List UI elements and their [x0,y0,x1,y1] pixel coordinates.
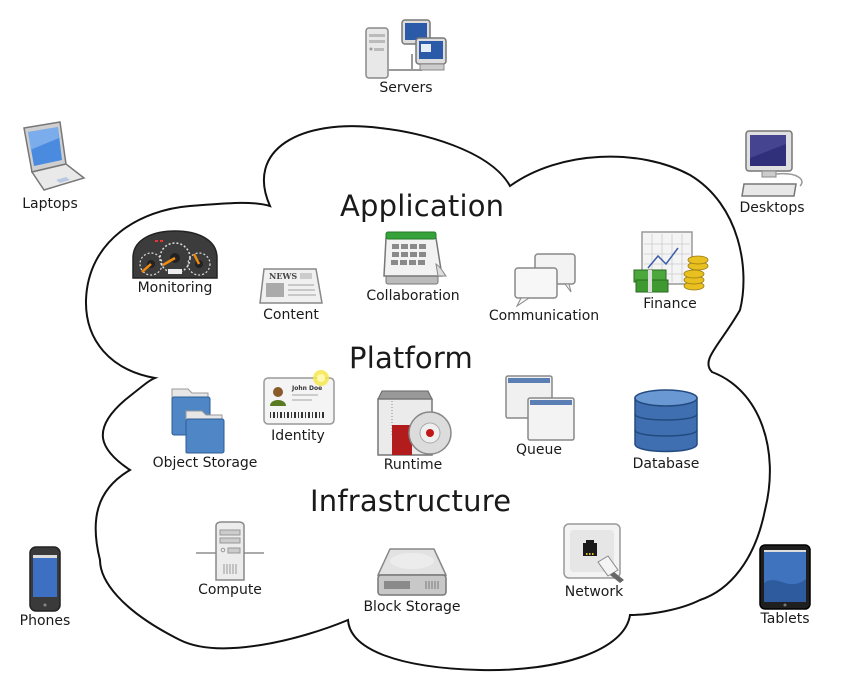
label-desktops: Desktops [739,200,805,216]
folders-icon [171,388,225,454]
servers-icon [365,19,447,79]
queue-windows-icon [505,375,575,441]
node-content: NEWS Content [252,265,330,324]
label-finance: Finance [643,296,697,312]
label-compute: Compute [198,582,262,598]
newspaper-icon: NEWS [259,268,323,304]
label-servers: Servers [379,80,433,96]
finance-chart-money-icon [633,231,709,293]
label-block-storage: Block Storage [363,599,461,615]
node-network: Network [556,520,632,601]
id-name-text: John Doe [291,385,322,392]
node-block-storage: Block Storage [358,545,466,616]
node-compute: Compute [192,520,268,599]
node-identity: John Doe Identity [258,366,338,445]
laptop-icon [23,121,86,191]
node-desktops: Desktops [732,128,812,217]
database-icon [634,389,698,453]
node-queue: Queue [498,372,580,459]
label-communication: Communication [488,308,600,324]
network-port-cable-icon [563,523,624,583]
label-monitoring: Monitoring [137,280,213,296]
label-queue: Queue [516,442,562,458]
desktop-icon [741,130,803,197]
layer-title-infrastructure: Infrastructure [310,484,512,518]
node-collaboration: Collaboration [360,230,466,305]
runtime-package-disc-icon [377,390,452,456]
label-runtime: Runtime [383,457,443,473]
monitoring-gauge-icon [132,230,218,279]
layer-title-platform: Platform [349,341,473,375]
hard-drive-icon [376,548,448,596]
label-database: Database [632,456,700,472]
news-text: NEWS [269,271,297,281]
layer-title-application: Application [340,189,505,223]
node-object-storage: Object Storage [148,385,262,472]
label-phones: Phones [19,613,71,629]
label-tablets: Tablets [760,611,810,627]
node-runtime: Runtime [370,385,456,474]
node-communication: Communication [485,252,603,325]
node-laptops: Laptops [10,120,90,213]
server-tower-icon [196,521,264,581]
label-laptops: Laptops [22,196,78,212]
node-monitoring: Monitoring [125,228,225,297]
speech-bubbles-icon [514,253,576,308]
node-tablets: Tablets [748,543,822,628]
node-finance: Finance [630,230,710,313]
label-network: Network [564,584,624,600]
node-servers: Servers [360,18,452,97]
label-identity: Identity [271,428,325,444]
calendar-icon [383,231,448,285]
node-database: Database [625,388,707,473]
label-collaboration: Collaboration [366,288,460,304]
phone-icon [29,546,61,612]
id-card-icon: John Doe [263,370,335,425]
label-object-storage: Object Storage [152,455,258,471]
node-phones: Phones [8,545,82,630]
tablet-icon [759,544,811,610]
label-content: Content [263,307,319,323]
